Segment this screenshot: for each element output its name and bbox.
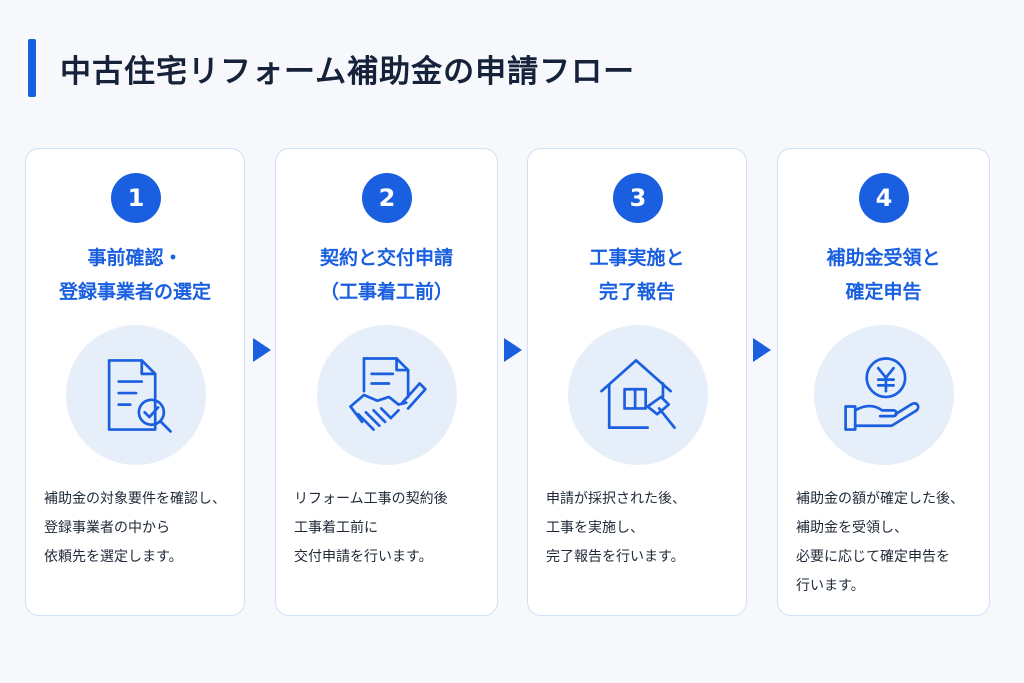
step-heading-line: 登録事業者の選定 [58,281,211,303]
description-line: 申請が採択された後、 [546,491,686,507]
page-title: 中古住宅リフォーム補助金の申請フロー [60,53,636,90]
flow-arrow-icon [253,338,271,362]
description-line: 補助金を受領し、 [796,520,908,536]
step-number-badge: 1 [111,173,161,223]
step-number-badge: 2 [362,173,412,223]
step-heading-line: 確定申告 [845,281,922,303]
step-description: リフォーム工事の契約後 工事着工前に 交付申請を行います。 [294,485,487,572]
title-accent-bar [28,39,36,97]
description-line: 交付申請を行います。 [294,549,433,565]
step-heading: 契約と交付申請 （工事着工前） [276,241,497,309]
step-card-2: 2 契約と交付申請 （工事着工前） リフォーム工事の契約後 工事着工前に 交付申… [275,148,498,616]
step-heading: 事前確認・ 登録事業者の選定 [26,241,244,309]
page-title-block: 中古住宅リフォーム補助金の申請フロー [28,38,635,98]
step-heading-line: 補助金受領と [826,247,941,269]
description-line: 工事着工前に [294,520,378,536]
description-line: 工事を実施し、 [546,520,644,536]
step-card-3: 3 工事実施と 完了報告 申請が採択された後、 工事を実施し、 完了報告を行いま… [527,148,747,616]
step-heading-line: 契約と交付申請 [319,247,453,269]
step-card-1: 1 事前確認・ 登録事業者の選定 補助金の対象要件を確認し、 登録事業者の中から… [25,148,245,616]
step-heading: 工事実施と 完了報告 [528,241,746,309]
step-number-badge: 4 [859,173,909,223]
step-description: 補助金の額が確定した後、 補助金を受領し、 必要に応じて確定申告を 行います。 [796,485,979,601]
step-description: 補助金の対象要件を確認し、 登録事業者の中から 依頼先を選定します。 [44,485,234,572]
step-heading-line: （工事着工前） [319,281,453,303]
flow-arrow-icon [753,338,771,362]
yen-coin-hand-icon [814,325,954,465]
house-hammer-icon [568,325,708,465]
description-line: 補助金の対象要件を確認し、 [44,491,226,507]
document-search-icon [66,325,206,465]
step-heading: 補助金受領と 確定申告 [778,241,989,309]
description-line: 完了報告を行います。 [546,549,685,565]
description-line: リフォーム工事の契約後 [294,491,448,507]
step-description: 申請が採択された後、 工事を実施し、 完了報告を行います。 [546,485,736,572]
step-heading-line: 事前確認・ [87,247,183,269]
flow-arrow-icon [504,338,522,362]
description-line: 必要に応じて確定申告を [796,549,950,565]
step-heading-line: 工事実施と [589,247,685,269]
description-line: 依頼先を選定します。 [44,549,183,565]
step-number-badge: 3 [613,173,663,223]
description-line: 補助金の額が確定した後、 [796,491,964,507]
contract-handshake-icon [317,325,457,465]
step-card-4: 4 補助金受領と 確定申告 補助金の額が確定した後、 補助金を受領し、 必要に応… [777,148,990,616]
description-line: 登録事業者の中から [44,520,170,536]
description-line: 行います。 [796,578,865,594]
step-heading-line: 完了報告 [598,281,675,303]
